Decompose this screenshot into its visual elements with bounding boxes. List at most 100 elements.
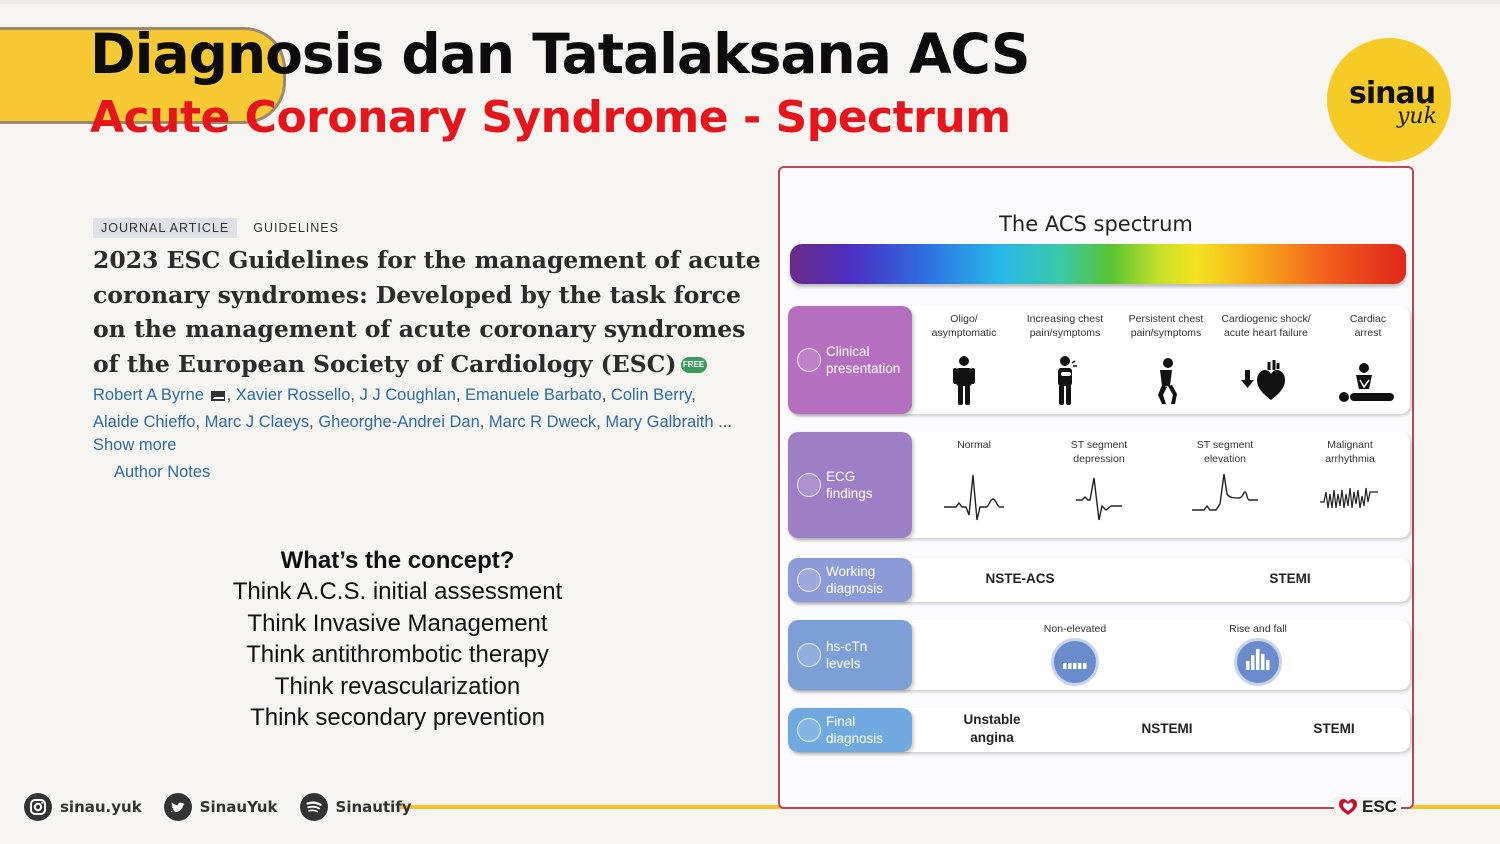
esc-heart-icon — [1339, 799, 1357, 815]
esc-label: ESC — [1362, 797, 1397, 816]
author-link[interactable]: Xavier Rossello — [235, 386, 351, 404]
document-icon — [797, 718, 821, 742]
spectrum-gradient-bar — [790, 244, 1406, 284]
row-label-final: Final diagnosis — [788, 708, 912, 752]
ctn-item: Non-elevated — [1043, 623, 1107, 635]
spotify-handle: Sinautify — [335, 798, 412, 816]
free-badge: FREE — [680, 357, 707, 373]
author-line-2: Alaide Chieffo, Marc J Claeys, Gheorghe-… — [93, 413, 732, 431]
tag-guidelines[interactable]: GUIDELINES — [253, 221, 339, 235]
bent-person-icon — [1158, 358, 1177, 404]
row-label-text: ECG findings — [826, 469, 873, 501]
concept-line: Think A.C.S. initial assessment — [232, 578, 563, 605]
concept-line: Think secondary prevention — [250, 704, 545, 731]
author-link[interactable]: Robert A Byrne — [93, 386, 204, 404]
author-link[interactable]: Alaide Chieffo — [93, 413, 196, 431]
cardiac-arrest-cpr-icon — [1339, 363, 1394, 402]
chest-pain-person-icon — [1058, 356, 1077, 405]
clinical-item: Cardiogenic shock/ acute heart failure — [1221, 313, 1311, 339]
author-link[interactable]: Marc R Dweck — [488, 413, 597, 431]
row-label-text: Working diagnosis — [826, 564, 884, 596]
title-tab — [0, 27, 286, 124]
logo-sub-text: yuk — [1397, 104, 1437, 129]
author-link[interactable]: Marc J Claeys — [204, 413, 310, 431]
mail-icon[interactable] — [210, 390, 225, 401]
row-label-text: Final diagnosis — [826, 714, 884, 746]
twitter-handle: SinauYuk — [199, 798, 278, 816]
twitter-icon — [163, 793, 192, 821]
instagram-icon — [24, 793, 52, 821]
article-title: 2023 ESC Guidelines for the management o… — [93, 243, 763, 381]
sinau-yuk-logo: sinau yuk — [1327, 38, 1451, 162]
test-tube-icon — [797, 643, 821, 667]
top-rule — [0, 0, 1500, 4]
esc-logo: ESC — [1334, 797, 1401, 817]
author-line-1: Robert A Byrne , Xavier Rossello, J J Co… — [93, 386, 696, 404]
concept-block: What’s the concept? Think A.C.S. initial… — [180, 545, 615, 734]
ecg-normal-trace — [944, 474, 1004, 521]
ecg-item: ST segment elevation — [1196, 439, 1254, 465]
concept-line: Think antithrombotic therapy — [246, 641, 549, 668]
tag-journal-article[interactable]: JOURNAL ARTICLE — [93, 218, 238, 238]
spotify-link[interactable]: Sinautify — [299, 793, 412, 821]
ecg-arrhythmia-trace — [1320, 487, 1378, 509]
logo-main-text: sinau — [1349, 76, 1436, 111]
author-link[interactable]: Mary Galbraith — [605, 413, 714, 431]
heart-failure-icon — [1241, 360, 1285, 400]
article-title-text: 2023 ESC Guidelines for the management o… — [93, 246, 761, 378]
footer-socials: sinau.yuk SinauYuk Sinautify — [24, 793, 412, 821]
standing-person-icon — [953, 356, 975, 405]
row-label-text: hs-cTn levels — [826, 639, 868, 671]
ecg-icon — [797, 473, 821, 497]
rise-fall-bars-icon — [1246, 649, 1270, 670]
ecg-st-elevation-trace — [1192, 473, 1258, 511]
show-more-link[interactable]: Show more — [93, 436, 177, 454]
clinical-item: Oligo/ asymptomatic — [931, 313, 997, 339]
row-label-clinical: Clinical presentation — [788, 306, 912, 414]
ecg-item: ST segment depression — [1070, 439, 1128, 465]
clinical-item: Cardiac arrest — [1349, 313, 1387, 339]
row-hs-ctn-levels: hs-cTn levels Non-elevated Rise and fall — [788, 620, 1410, 690]
row-label-working: Working diagnosis — [788, 558, 912, 602]
author-link[interactable]: Emanuele Barbato — [465, 386, 602, 404]
concept-line: Think Invasive Management — [247, 609, 548, 637]
author-list: Robert A Byrne , Xavier Rossello, J J Co… — [93, 382, 753, 436]
authors-ellipsis: ... — [718, 413, 732, 431]
slide-title: Diagnosis dan Tatalaksana ACS — [90, 22, 1031, 86]
clinical-item: Increasing chest pain/symptoms — [1026, 313, 1104, 339]
clinical-item: Persistent chest pain/symptoms — [1128, 313, 1204, 339]
ecg-st-depression-trace — [1076, 477, 1122, 521]
concept-question: What’s the concept? — [280, 547, 515, 574]
row-label-ctn: hs-cTn levels — [788, 620, 912, 690]
concept-line: Think revascularization — [274, 672, 521, 700]
final-dx-item: NSTEMI — [1141, 721, 1193, 736]
ecg-item: Normal — [957, 439, 991, 451]
working-dx-item: NSTE-ACS — [985, 571, 1055, 586]
final-dx-item: STEMI — [1313, 721, 1355, 736]
slide-subtitle: Acute Coronary Syndrome - Spectrum — [90, 92, 1011, 143]
row-ecg-findings: ECG findings Normal ST segment depressio… — [788, 432, 1410, 538]
instagram-link[interactable]: sinau.yuk — [24, 793, 142, 821]
author-link[interactable]: Colin Berry — [610, 386, 692, 404]
figure-title: The ACS spectrum — [999, 212, 1193, 236]
spotify-icon — [299, 793, 328, 821]
row-working-diagnosis: Working diagnosis NSTE-ACS STEMI — [788, 558, 1410, 602]
clipboard-icon — [797, 568, 821, 592]
acs-spectrum-figure: The ACS spectrum Clinical presentation O… — [778, 166, 1414, 809]
row-clinical-presentation: Clinical presentation Oligo/ asymptomati… — [788, 306, 1410, 414]
row-label-ecg: ECG findings — [788, 432, 912, 538]
author-link[interactable]: J J Coughlan — [359, 386, 456, 404]
row-label-text: Clinical presentation — [826, 344, 901, 376]
final-dx-item: Unstable angina — [963, 712, 1021, 745]
author-notes-link[interactable]: Author Notes — [114, 463, 211, 481]
ecg-item: Malignant arrhythmia — [1325, 439, 1375, 465]
troponin-low-gauge-icon — [1051, 638, 1099, 686]
low-bars-icon — [1063, 663, 1087, 669]
ctn-item: Rise and fall — [1229, 623, 1287, 635]
article-tags: JOURNAL ARTICLE GUIDELINES — [93, 218, 347, 238]
twitter-link[interactable]: SinauYuk — [163, 793, 278, 821]
author-link[interactable]: Gheorghe-Andrei Dan — [318, 413, 480, 431]
troponin-rise-fall-gauge-icon — [1234, 638, 1282, 686]
row-final-diagnosis: Final diagnosis Unstable angina NSTEMI S… — [788, 708, 1410, 752]
person-icon — [797, 348, 821, 372]
